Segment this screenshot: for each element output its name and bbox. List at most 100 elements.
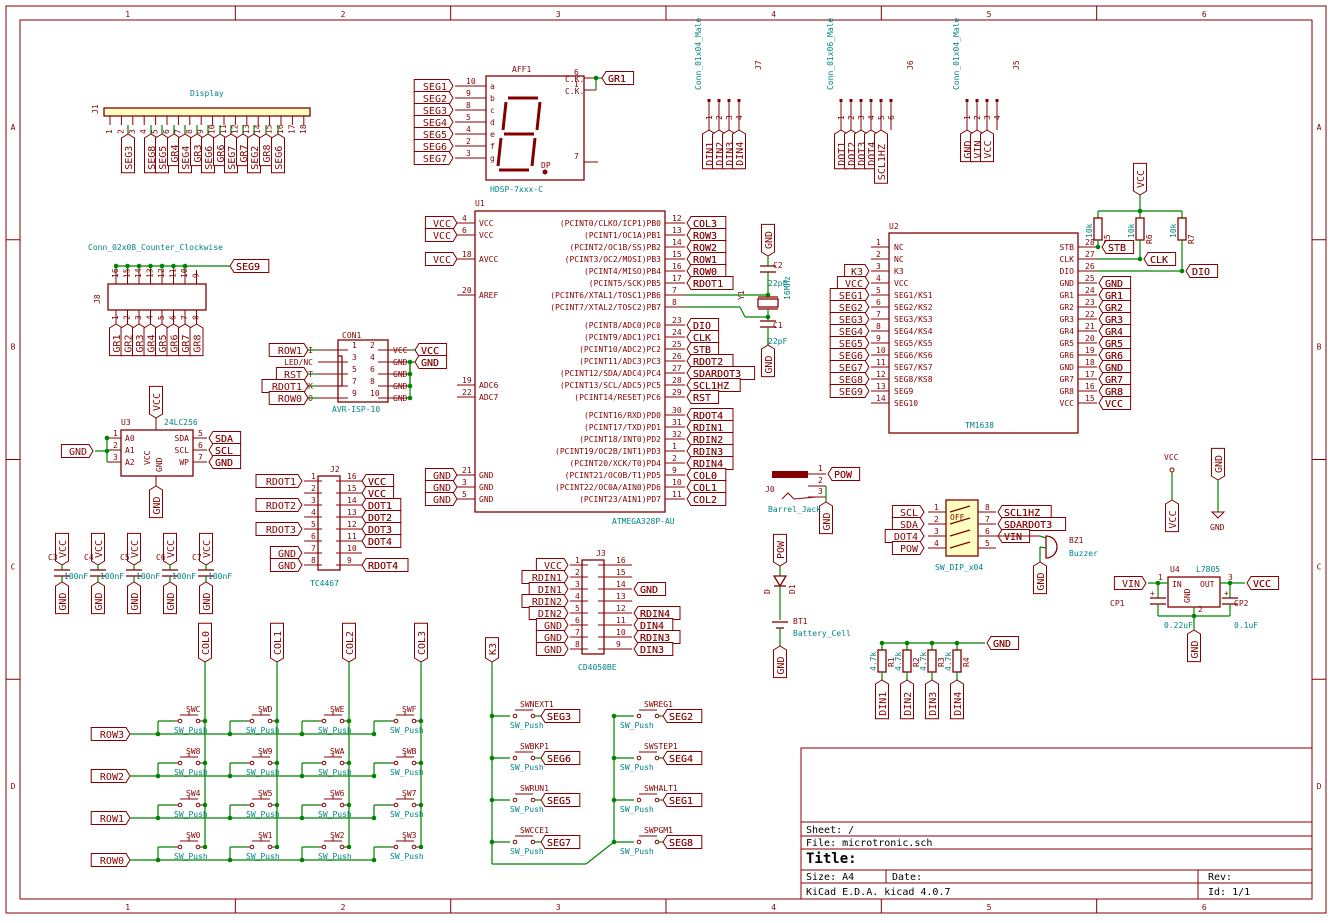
pin-num: 13	[876, 382, 886, 391]
key-value: SW_Push	[318, 768, 352, 777]
net-label-text: GR7	[1105, 375, 1123, 386]
id-field: Id: 1/1	[1208, 887, 1250, 898]
key-value: SW_Push	[174, 852, 208, 861]
j3-value: CD4050BE	[578, 663, 617, 672]
row-marker: D	[1317, 782, 1322, 791]
row-marker: D	[11, 782, 16, 791]
dp-dot	[542, 169, 548, 175]
pin-num: 11	[347, 532, 357, 541]
key-ref: SWA	[330, 747, 345, 756]
pin-name: GND	[1183, 588, 1192, 603]
plus: +	[1150, 589, 1155, 598]
fkey-value: SW_Push	[620, 763, 654, 772]
net-label-text: COL2	[693, 495, 717, 506]
buzzer-gnd: GND	[1033, 561, 1047, 595]
pin-name: SEG8/KS8	[894, 375, 933, 384]
key-ref: SW9	[258, 747, 273, 756]
net-label-text: DIO	[693, 321, 711, 332]
u1-label-rdot4: RDOT4	[686, 408, 734, 422]
pin-name: GR5	[1060, 339, 1075, 348]
u1-label-col3: COL3	[686, 216, 727, 230]
net-label-text: COL3	[693, 219, 717, 230]
net-label-text: GND	[69, 447, 87, 458]
junction	[346, 802, 352, 808]
net-label-text: GR4	[170, 145, 181, 163]
u2-label-gr2: GR2	[1098, 300, 1132, 314]
cap-value: 100nF	[208, 572, 232, 581]
gnd-text: GND	[1210, 523, 1225, 532]
cap-ref: C7	[192, 553, 202, 562]
display-label-seg3: SEG3	[121, 133, 135, 174]
pin-num: 8	[575, 640, 580, 649]
pin-name: (PCINT3/OC2/MOSI)PB3	[565, 255, 662, 264]
j2-label-vcc-1: VCC	[361, 486, 395, 500]
pin-head	[889, 99, 893, 102]
u2-label-gr4: GR4	[1098, 324, 1132, 338]
net-label-text: RDIN3	[693, 447, 723, 458]
u2-label-gr1: GR1	[1098, 288, 1132, 302]
pin-num: 18	[299, 124, 308, 134]
rdin-gnd: GND	[986, 636, 1020, 650]
j0-value: Barrel_Jack	[768, 505, 821, 514]
net-label-text: RDIN3	[640, 633, 670, 644]
dip-switch: OFF1SCL2SDA3DOT44POW8SCL1HZSCL1HZ7SDARDO…	[884, 499, 1067, 572]
net-label-text: GR5	[1105, 339, 1123, 350]
net-label-text: ROW3	[693, 231, 717, 242]
junction	[1179, 268, 1185, 274]
pin-name: K3	[894, 267, 904, 276]
junction	[202, 844, 208, 850]
gnd-symbol	[1210, 511, 1226, 519]
res-ref: R4	[962, 657, 971, 667]
fkey-ref: SWNEXT1	[520, 700, 554, 709]
net-label-text: DIO	[1192, 267, 1210, 278]
net-label-text: GR5	[158, 335, 169, 353]
vcc-flag-text: VCC	[1164, 453, 1179, 462]
net-label-text: GR2	[1105, 303, 1123, 314]
pin-num: 3	[575, 580, 580, 589]
pin-num: 7	[876, 310, 881, 319]
pin-head	[727, 99, 731, 102]
pin-num: 4	[466, 125, 471, 134]
mcu-u1: U1ATMEGA328P-AU4VCCVCC6VCCVCC18AVCCVCC20…	[424, 199, 756, 526]
net-label-text: ROW0	[693, 267, 717, 278]
net-label-text: SEG6	[423, 142, 447, 153]
key-ref: SWF	[402, 705, 417, 714]
cap-ref: C4	[84, 553, 94, 562]
pin-name: SEG7/KS7	[894, 363, 933, 372]
gnd-bottom: GND	[761, 344, 775, 378]
u1-label-rst: RST	[686, 390, 720, 404]
cap-vcc: VCC	[199, 532, 213, 566]
aff1-label-seg2: SEG2	[413, 91, 454, 105]
pin-num: 16	[276, 124, 285, 134]
header-j5-label-vcc: VCC	[980, 129, 994, 163]
dip-label-scl1hz: SCL1HZ	[997, 505, 1052, 519]
pin-head	[839, 99, 843, 102]
cap-value: 100nF	[64, 572, 88, 581]
pin-num: 23	[672, 316, 682, 325]
net-label-text: STB	[693, 345, 711, 356]
net-label-text: RDOT4	[368, 561, 398, 572]
net-label-text: ROW3	[100, 730, 124, 741]
pin-num: 10	[347, 544, 357, 553]
header-j6-label-scl1hz: SCL1HZ	[874, 129, 888, 184]
display-label-seg6: SEG6	[201, 133, 215, 174]
net-label-text: STB	[1108, 243, 1126, 254]
gr1-label: GR1	[601, 71, 635, 85]
u1-label-vcc: VCC	[424, 216, 458, 230]
net-label-text: SEG1	[669, 796, 693, 807]
net-label-text: DOT3	[368, 525, 392, 536]
pin-num: 5	[157, 315, 166, 320]
pin-num: 2	[715, 115, 724, 120]
pin-name: (PCINT21/OC0B/T1)PD5	[565, 471, 662, 480]
pin-num: 26	[1085, 262, 1095, 271]
u2-label-vcc: VCC	[1098, 396, 1132, 410]
cap-gnd: GND	[163, 581, 177, 615]
net-label-text: GND	[278, 549, 296, 560]
pin-name: STB	[1060, 243, 1075, 252]
pin-name: AREF	[479, 291, 498, 300]
res-ref: R3	[937, 657, 946, 667]
con1-body	[337, 339, 389, 403]
net-label-text: STB	[693, 345, 711, 356]
pin-num: 7	[180, 315, 189, 320]
u3-label-sda: SDA	[208, 431, 242, 445]
